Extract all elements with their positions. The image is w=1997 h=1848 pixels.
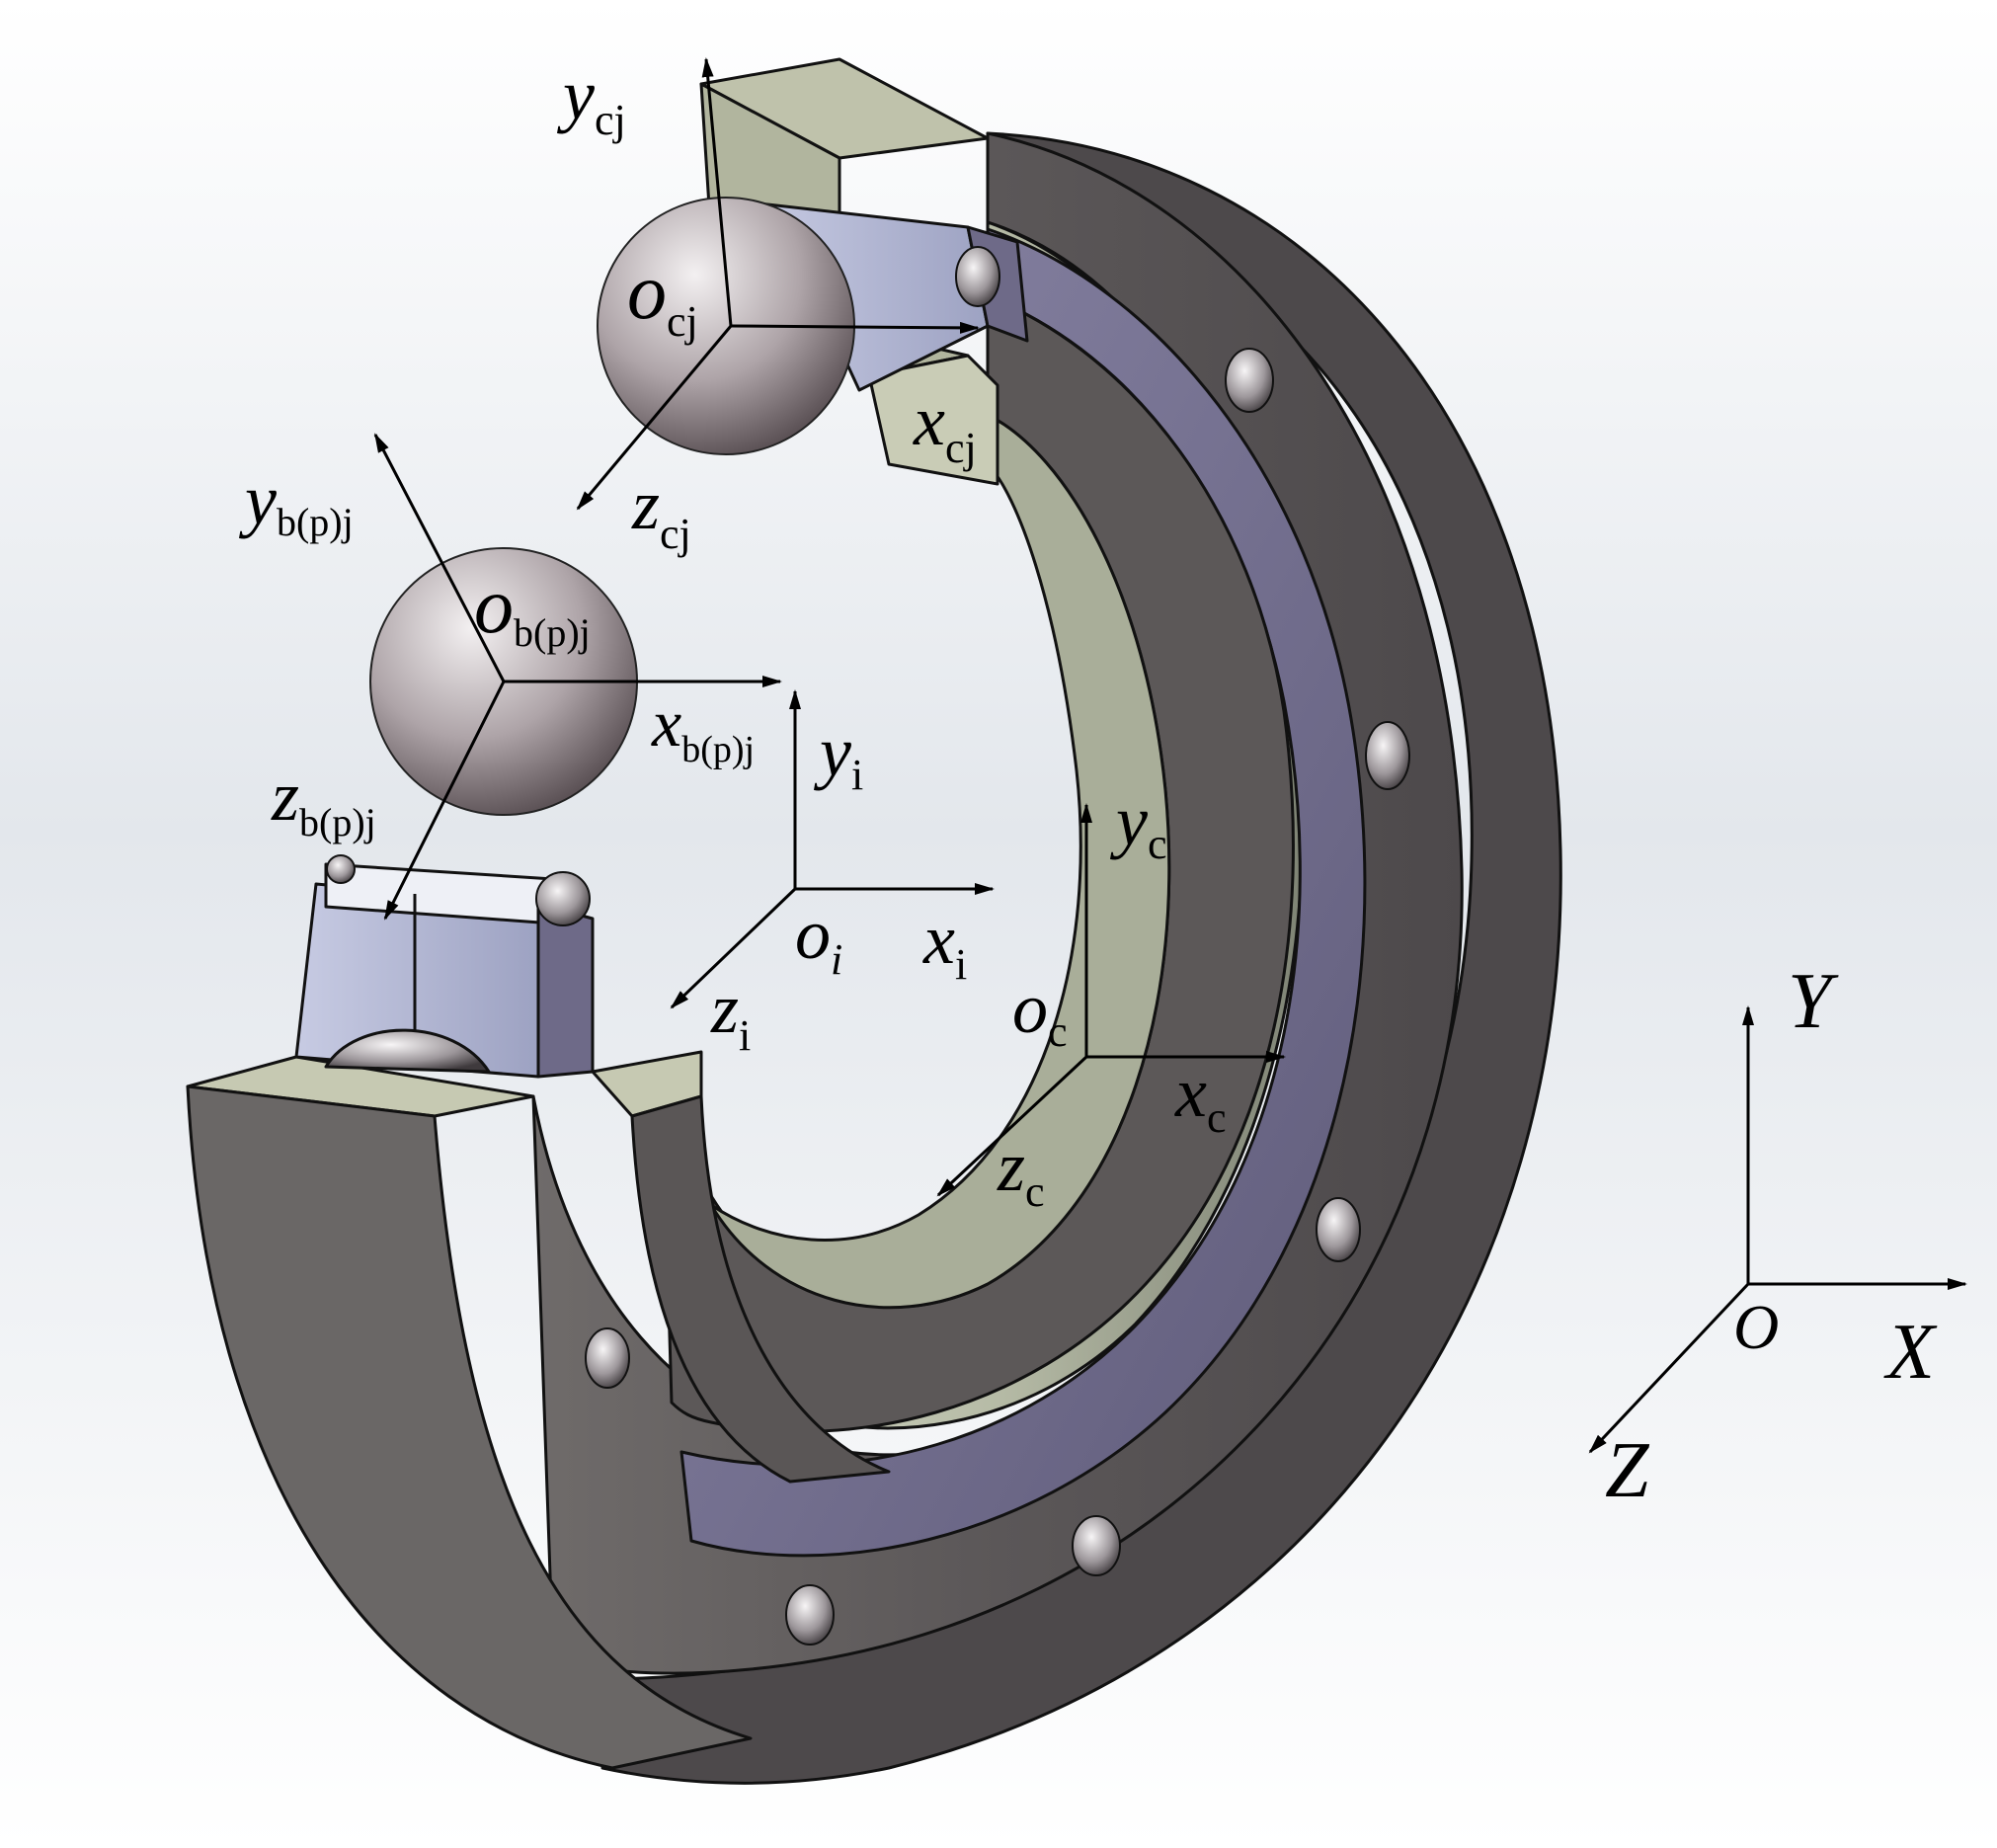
inner-coordinate-frame: yi oi xi zi — [670, 689, 995, 1060]
cage-x-label: xcj — [913, 381, 977, 472]
global-origin-label: O — [1733, 1292, 1779, 1362]
lower-cage-pin-left — [326, 854, 356, 884]
cage-coordinate-frame: ycj ocj xcj zcj — [556, 55, 980, 558]
inner-z-axis — [670, 887, 797, 1009]
cage-y-label: ycj — [556, 55, 626, 144]
ball-y-axis — [373, 433, 506, 683]
global-coordinate-frame: Y O X Z — [1588, 958, 1967, 1514]
cage-origin-label: ocj — [627, 249, 698, 346]
global-x-label: X — [1883, 1309, 1938, 1396]
ring-balls — [585, 246, 1410, 1646]
global-z-label: Z — [1605, 1427, 1650, 1514]
lower-cage-side — [536, 902, 595, 1079]
ring-ball — [955, 246, 1000, 307]
inner-x-label: xi — [922, 900, 967, 989]
cage-y-axis — [701, 57, 733, 327]
outer-z-axis — [936, 1055, 1088, 1197]
ball-z-label: zb(p)j — [271, 757, 376, 844]
lower-cage-ball — [324, 1028, 491, 1074]
inner-origin-label: oi — [795, 895, 842, 984]
ring-ball — [1365, 721, 1410, 790]
inner-z-label: zi — [710, 969, 751, 1060]
cage-z-axis — [576, 325, 733, 511]
ball-coordinate-frame: yb(p)j ob(p)j xb(p)j zb(p)j — [238, 433, 782, 921]
outer-coordinate-frame: yc oc xc zc — [936, 781, 1286, 1216]
ball-origin-label: ob(p)j — [474, 563, 591, 655]
outer-ring-rim — [600, 131, 1562, 1785]
outer-y-label: yc — [1109, 781, 1167, 868]
lower-cage-pin — [535, 871, 591, 926]
inner-y-label: yi — [813, 712, 863, 799]
outer-z-label: zc — [997, 1127, 1045, 1216]
bearing-cutaway-icon — [186, 57, 1562, 1785]
cage-ring — [679, 227, 1367, 1558]
ring-ball — [585, 1327, 630, 1389]
global-z-axis — [1588, 1282, 1750, 1454]
ring-ball — [1072, 1515, 1121, 1576]
outer-ring-section-front — [186, 1085, 753, 1770]
ball-y-label: yb(p)j — [238, 460, 354, 544]
ball-z-axis — [383, 681, 506, 921]
global-y-label: Y — [1788, 958, 1839, 1045]
cage-x-axis — [730, 321, 980, 334]
inner-ring-section-front — [630, 1094, 891, 1484]
ring-ball — [785, 1584, 835, 1646]
inner-ring-bore — [709, 413, 1171, 1310]
outer-origin-label: oc — [1012, 969, 1068, 1056]
outer-x-label: xc — [1174, 1053, 1227, 1142]
cage-z-label: zcj — [631, 465, 691, 558]
ring-ball — [1316, 1197, 1361, 1262]
ball-x-label: xb(p)j — [651, 685, 755, 770]
top-inner-section — [867, 354, 999, 486]
ring-ball — [1225, 348, 1274, 413]
